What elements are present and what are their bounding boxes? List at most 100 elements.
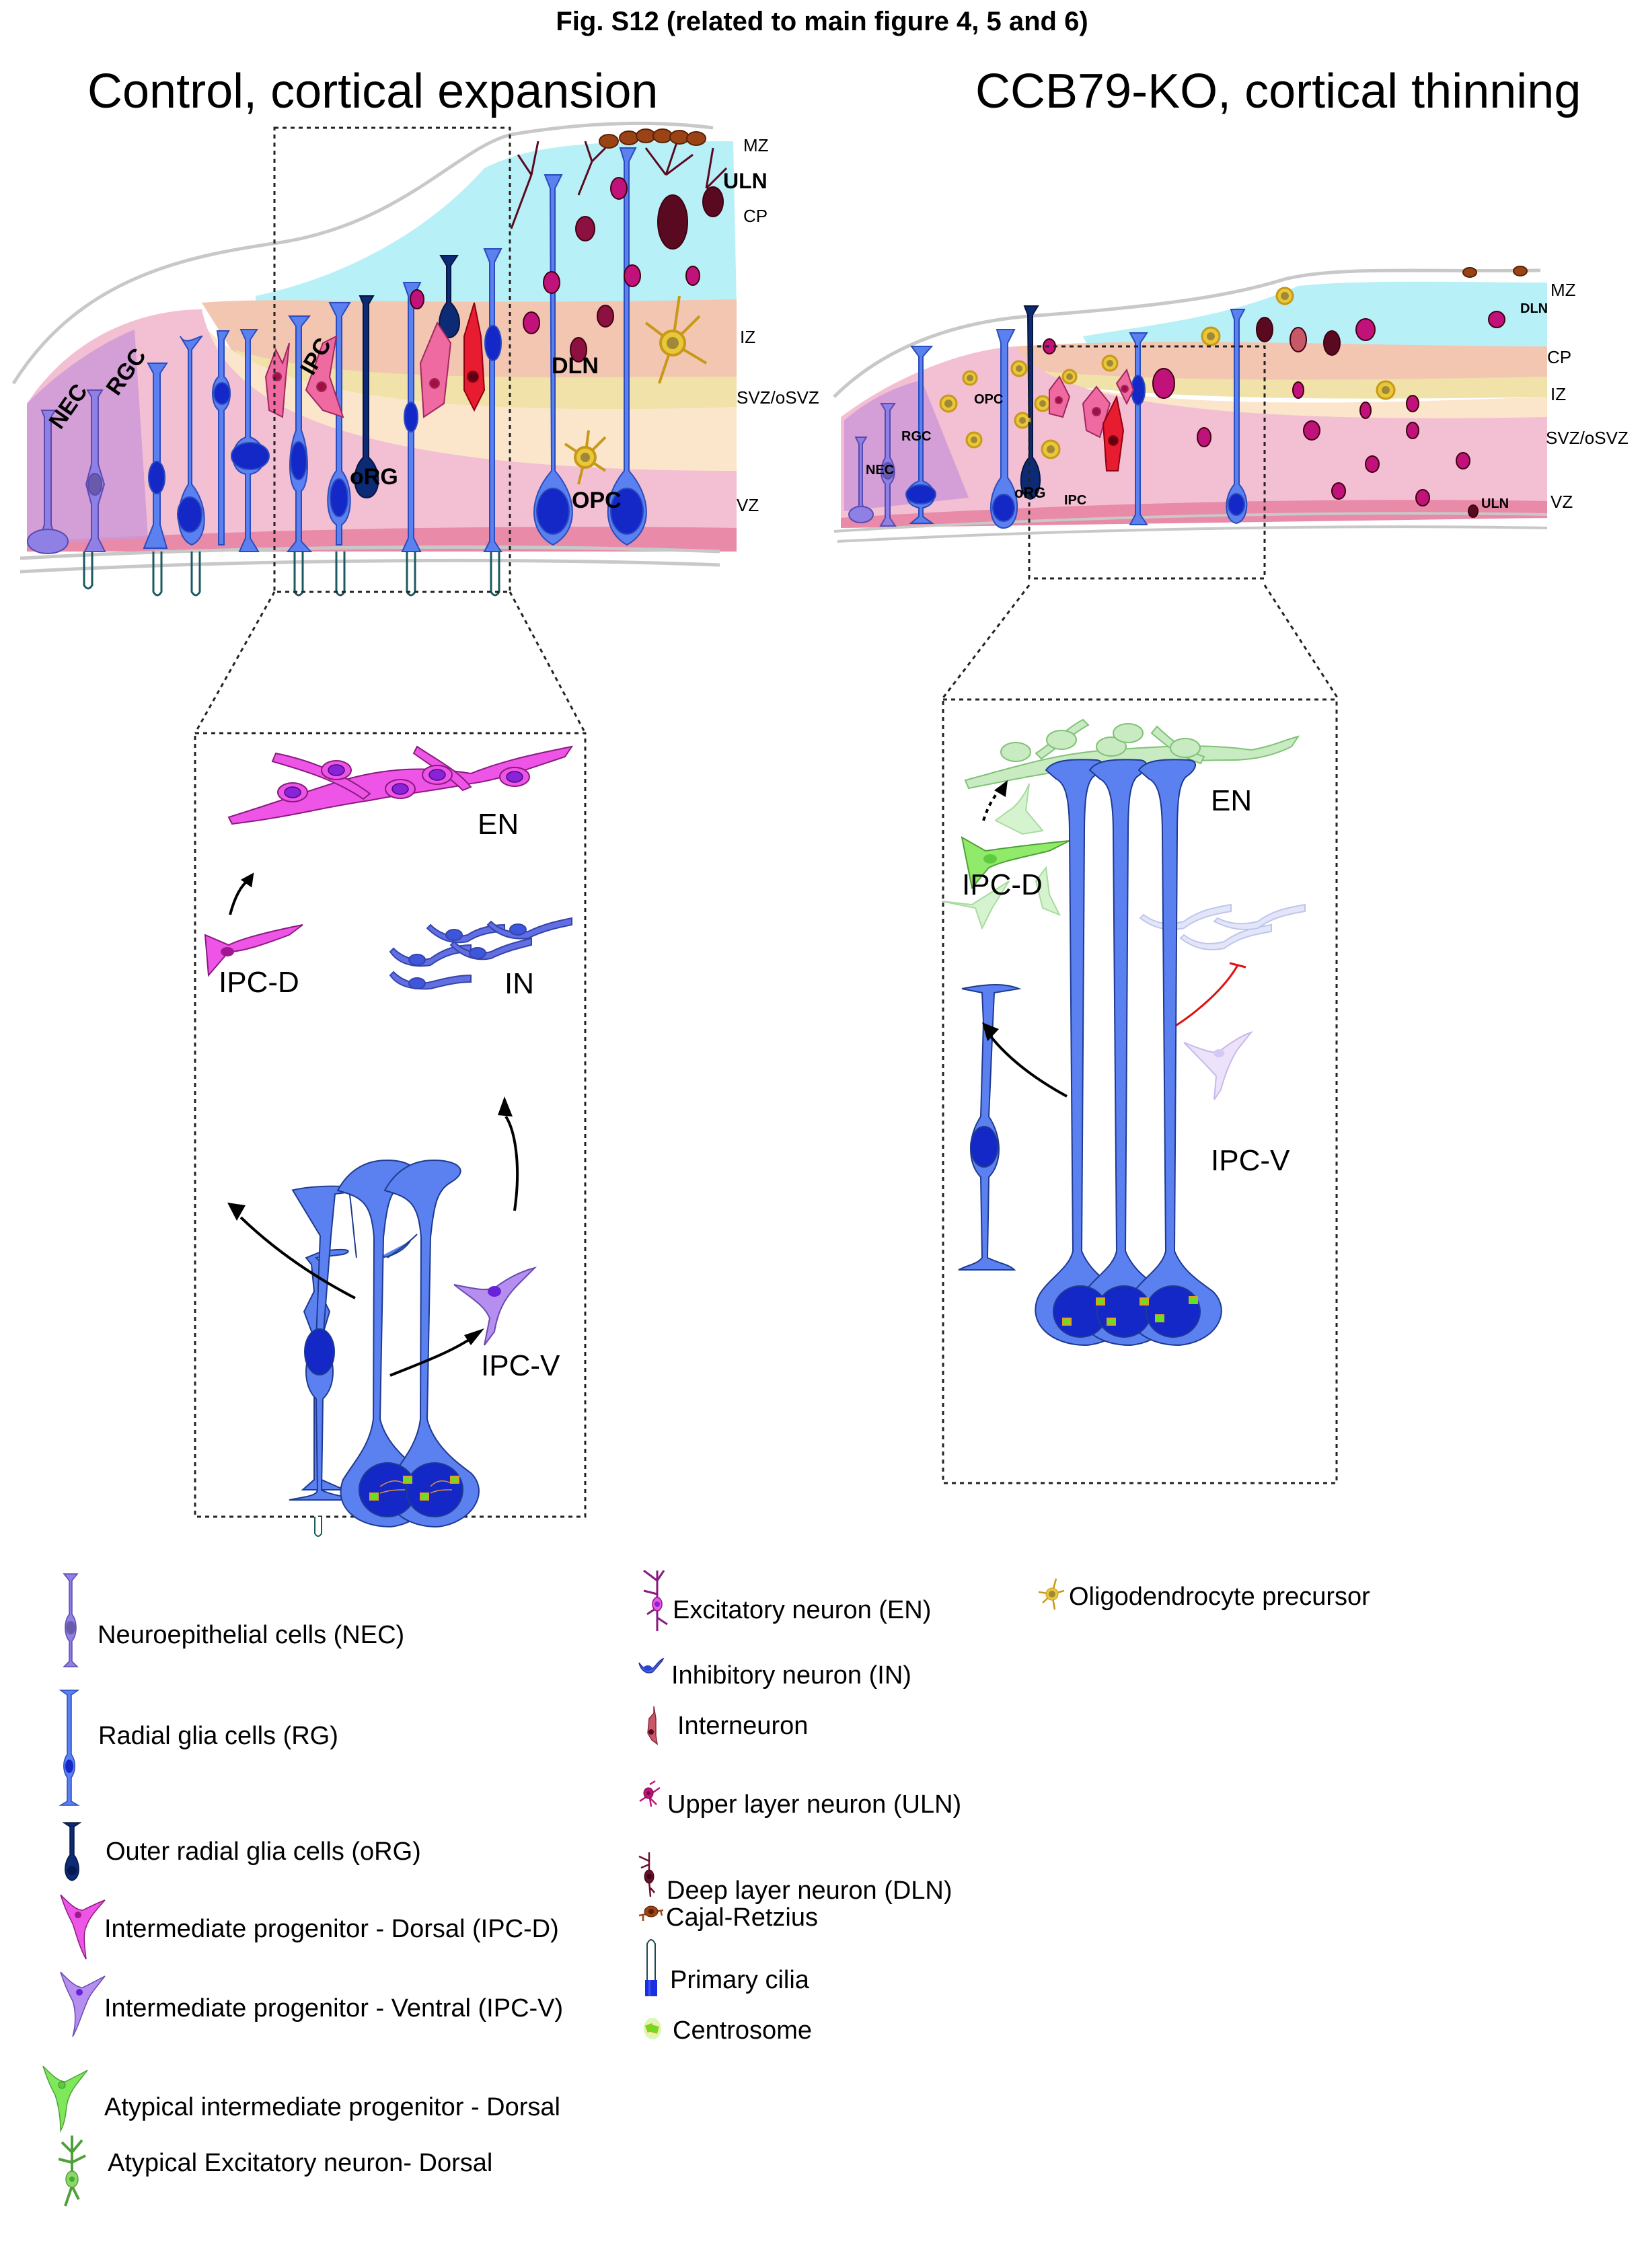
label-opc: OPC xyxy=(974,392,1003,407)
legend-label: Outer radial glia cells (oRG) xyxy=(106,1838,421,1866)
opc-cells xyxy=(564,295,708,485)
legend-label: Neuroepithelial cells (NEC) xyxy=(98,1621,405,1649)
legend-label: Radial glia cells (RG) xyxy=(98,1722,338,1750)
label-rgc: RGC xyxy=(901,429,931,444)
cajal-retzius-cells xyxy=(1462,266,1528,278)
label-in: IN xyxy=(505,967,534,1000)
inhibitory-neuron-cluster xyxy=(389,917,572,990)
legend-label: Interneuron xyxy=(677,1712,809,1740)
arrow-rg-to-ipc-d xyxy=(989,1034,1068,1098)
zoom-rg-cell-small xyxy=(958,984,1022,1271)
label-dln: DLN xyxy=(1520,301,1548,316)
ipc-ventral-icon xyxy=(60,1971,106,2037)
nec-zone xyxy=(27,330,148,545)
opc-cells xyxy=(939,287,1396,459)
label-en: EN xyxy=(478,808,519,841)
layer-label-cp: CP xyxy=(743,206,768,226)
primary-cilium xyxy=(314,1517,322,1537)
neuroepithelial-cell-icon xyxy=(63,1573,79,1667)
arrowhead xyxy=(498,1096,513,1117)
neuron-bodies xyxy=(1043,311,1505,518)
nec-zone xyxy=(844,380,969,511)
label-org: oRG xyxy=(350,464,398,490)
ventricle-line-1 xyxy=(833,512,1548,533)
figure-title: Fig. S12 (related to main figure 4, 5 an… xyxy=(556,7,1088,36)
label-opc: OPC xyxy=(572,488,622,513)
legend-label: Atypical intermediate progenitor - Dorsa… xyxy=(104,2093,560,2121)
atypical-excitatory-neuron-icon xyxy=(58,2135,86,2207)
deep-layer-neuron-icon xyxy=(638,1852,655,1897)
neuron-bodies xyxy=(410,177,724,363)
upper-layer-neuron-icon xyxy=(639,1780,661,1807)
interneuron-icon xyxy=(647,1706,659,1745)
control-zoom-selection-box xyxy=(273,126,511,593)
arrow-ipc-d-to-en xyxy=(229,878,250,915)
legend-label: Deep layer neuron (DLN) xyxy=(667,1877,952,1905)
ipc-v-cell xyxy=(453,1267,537,1346)
org-cell xyxy=(354,255,460,499)
centrosomes xyxy=(1062,1296,1198,1326)
zoom-frame xyxy=(194,732,587,1518)
arrowhead xyxy=(982,1022,999,1041)
knockout-zoom-panel: EN IPC-D IPC-V xyxy=(940,584,1340,1484)
knockout-cortex-diagram: NEC RGC OPC oRG IPC DLN ULN MZ CP IZ SVZ… xyxy=(833,266,1629,580)
layer-label-svz: SVZ/oSVZ xyxy=(737,387,819,408)
ventricle-line-2 xyxy=(20,558,720,574)
ipc-cells xyxy=(264,321,452,418)
ipc-d-cell xyxy=(204,924,303,977)
legend-label: Intermediate progenitor - Ventral (IPC-V… xyxy=(104,1994,564,2023)
centrosomes xyxy=(369,1476,459,1501)
label-ipc-d: IPC-D xyxy=(962,868,1043,901)
arrowhead xyxy=(227,1203,246,1221)
label-org: oRG xyxy=(1014,484,1045,501)
label-ipc-v: IPC-V xyxy=(481,1349,560,1382)
outer-radial-glia-icon xyxy=(62,1822,82,1881)
layer-label-iz: IZ xyxy=(740,327,755,347)
excitatory-neuron-icon xyxy=(643,1569,668,1631)
inhibitory-neuron-icon xyxy=(638,1657,665,1673)
layer-label-cp: CP xyxy=(1547,347,1571,367)
label-en: EN xyxy=(1211,784,1252,817)
knockout-panel-heading: CCB79-KO, cortical thinning xyxy=(975,65,1581,118)
label-dln: DLN xyxy=(552,353,599,379)
label-nec: NEC xyxy=(866,463,894,478)
spindle-fibers xyxy=(379,1480,453,1494)
radial-glia-cells xyxy=(143,147,647,552)
legend-label: Centrosome xyxy=(673,2016,812,2045)
arrowhead xyxy=(240,872,254,888)
inhibition-line xyxy=(1170,965,1239,1030)
control-cortex-diagram: NEC RGC IPC oRG DLN OPC ULN MZ CP IZ SVZ… xyxy=(11,121,819,597)
en-nuclei xyxy=(284,764,523,798)
centrosome-icon xyxy=(644,2018,661,2039)
legend-label: Upper layer neuron (ULN) xyxy=(667,1790,962,1819)
zoom-connector-left xyxy=(194,591,276,734)
radial-glia-cells xyxy=(905,309,1248,529)
radial-glia-icon xyxy=(59,1690,80,1806)
faded-ipc-v-cell xyxy=(1183,1030,1253,1100)
arrow-rg-to-ipc-d xyxy=(239,1216,356,1299)
cortical-plate-neurons xyxy=(510,134,728,229)
pial-surface-line xyxy=(833,268,1541,398)
knockout-zoom-selection-box xyxy=(1028,345,1266,580)
zoom-radial-glia-long xyxy=(336,1159,480,1528)
nec-cell xyxy=(27,389,106,554)
atypical-ipc-cells xyxy=(941,783,1061,930)
primary-cilia-icon xyxy=(645,1939,657,1996)
layer-label-svz: SVZ/oSVZ xyxy=(1546,428,1629,448)
layer-label-mz: MZ xyxy=(1550,280,1576,300)
label-uln: ULN xyxy=(1481,496,1509,511)
legend-label: Atypical Excitatory neuron- Dorsal xyxy=(108,2149,493,2177)
pial-surface-line xyxy=(11,121,714,385)
oligodendrocyte-precursor-icon xyxy=(1038,1578,1065,1610)
interneuron-cells xyxy=(463,302,486,412)
legend-label: Intermediate progenitor - Dorsal (IPC-D) xyxy=(104,1915,559,1943)
layer-label-vz: VZ xyxy=(737,495,759,515)
cajal-retzius-icon xyxy=(638,1905,664,1921)
layer-iz xyxy=(1016,342,1547,384)
cajal-retzius-cells xyxy=(599,128,706,149)
label-ipc: IPC xyxy=(1064,493,1086,508)
label-ipc-v: IPC-V xyxy=(1211,1144,1290,1177)
legend-label: Cajal-Retzius xyxy=(666,1903,818,1932)
org-cell xyxy=(1020,305,1041,500)
zoom-connector-left xyxy=(940,584,1031,700)
